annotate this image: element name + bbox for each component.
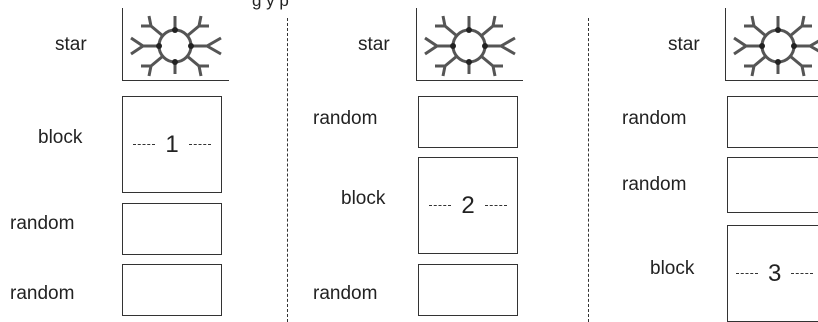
header-partial-text: g y p [252,0,289,10]
block-number-1: 1 [165,130,179,158]
molecule-ring-icon [130,15,222,77]
block-number-2: 2 [461,191,475,219]
row-label-random-2a: random [313,108,378,129]
molecule-ring-icon [733,15,818,77]
block-box-2: 2 [418,157,518,254]
star-label-3: star [668,34,700,55]
row-label-random-2b: random [313,283,378,304]
block-box-1: 1 [122,96,222,193]
star-label-1: star [55,34,87,55]
row-label-random-1b: random [10,283,75,304]
random-box-2b [418,264,518,316]
row-label-block-2: block [341,188,386,209]
column-separator-1 [287,18,288,322]
row-label-block-1: block [38,127,83,148]
random-box-3a [727,96,818,148]
molecule-ring-icon [424,15,516,77]
star-label-2: star [358,34,390,55]
random-box-1a [122,203,222,255]
random-box-3b [727,157,818,213]
row-label-random-1a: random [10,213,75,234]
star-image-1 [122,8,229,81]
random-box-2a [418,96,518,148]
row-label-random-3b: random [622,174,687,195]
star-image-2 [416,8,523,81]
column-separator-2 [588,18,589,322]
random-box-1b [122,264,222,316]
star-image-3 [725,8,818,81]
block-number-3: 3 [768,259,782,287]
block-box-3: 3 [727,225,818,322]
row-label-random-3a: random [622,108,687,129]
row-label-block-3: block [650,258,695,279]
